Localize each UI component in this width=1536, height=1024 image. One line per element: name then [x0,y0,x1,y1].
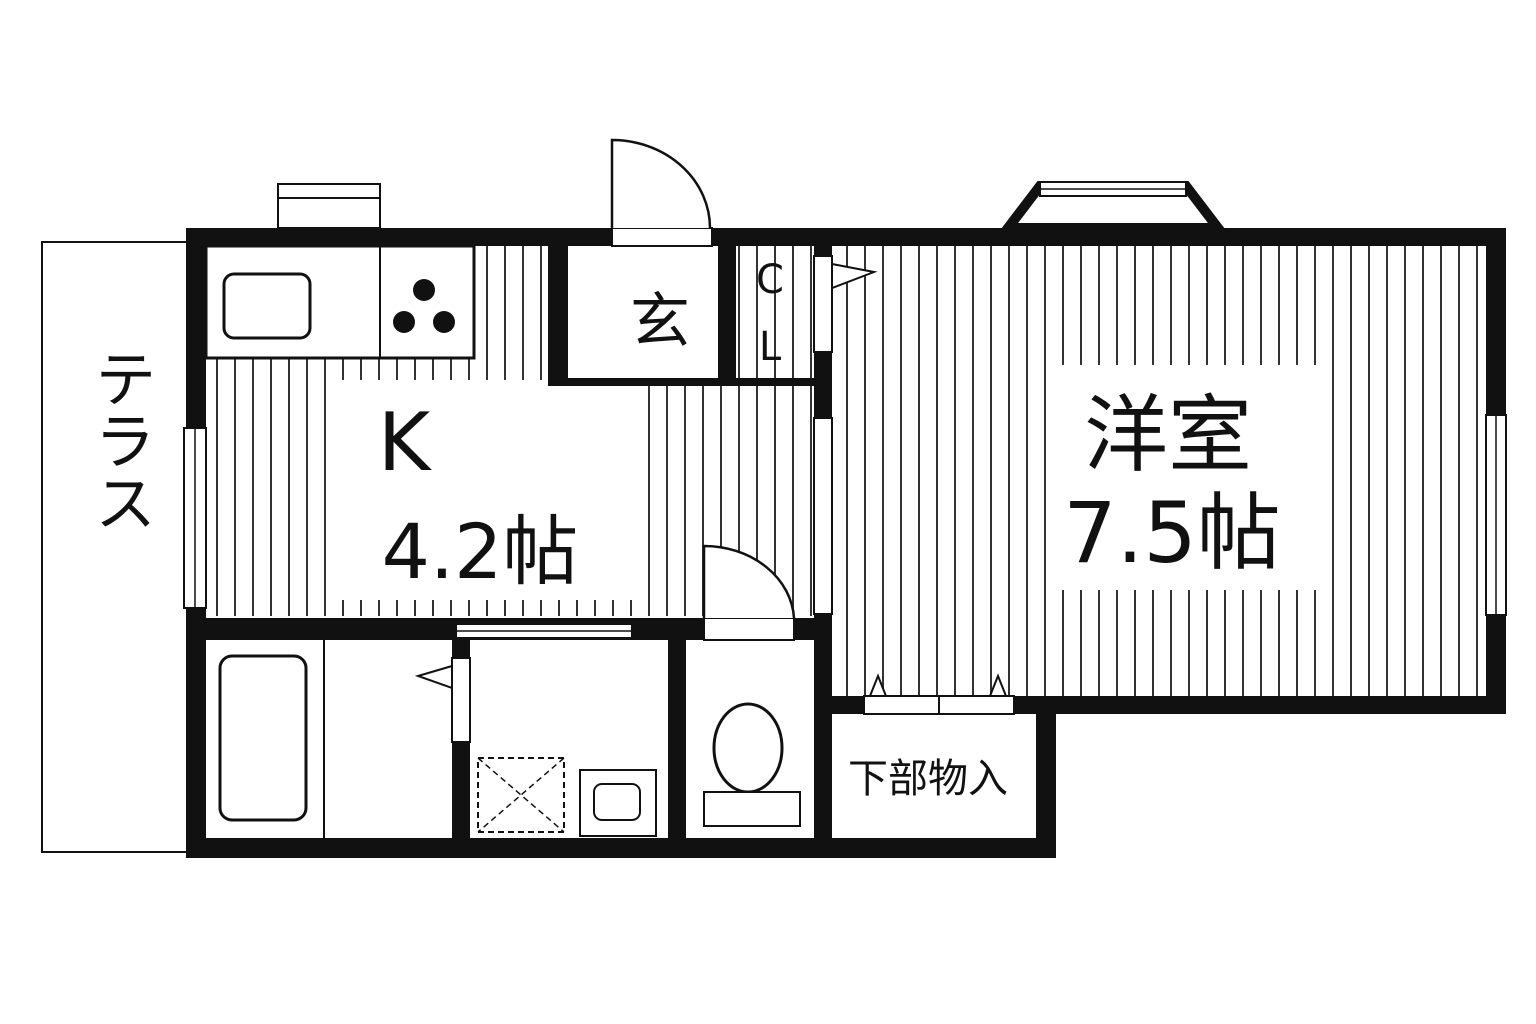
kitchen-label-area [342,380,646,600]
partition-door-between-rooms [813,417,833,615]
window-icon [183,427,207,609]
western-room-size: 7.5帖 [1063,484,1281,582]
terrace-label: テラス [84,347,157,533]
storage-doors [863,673,1015,715]
entrance-floor [568,246,718,380]
entrance-door [610,138,713,247]
west-room-window [1485,414,1507,616]
kitchen-window [277,183,381,229]
door-swing-icon [610,138,712,229]
kitchen-size: 4.2帖 [382,507,579,596]
washroom-sliding-door [455,623,633,639]
western-room-label-area [1046,365,1332,590]
kitchen-name: K [378,396,433,489]
closet-label-c: C [756,257,784,303]
entrance-label: 玄 [630,287,690,357]
bathtub-icon [218,654,308,822]
closet-label-l: L [759,324,782,370]
bath-door [414,657,471,743]
bay-window [997,181,1229,233]
under-storage-label: 下部物入 [848,756,1008,802]
western-room-name: 洋室 [1084,386,1252,484]
laundry-pan-icon [477,757,565,833]
stove-burner-icon [393,279,455,333]
outer-walls [186,228,1506,858]
toilet-door [702,544,796,641]
washbasin-icon [579,769,657,837]
sink-icon [222,272,312,340]
toilet-icon [703,702,801,827]
terrace-area [41,241,189,853]
closet-door [813,255,878,353]
